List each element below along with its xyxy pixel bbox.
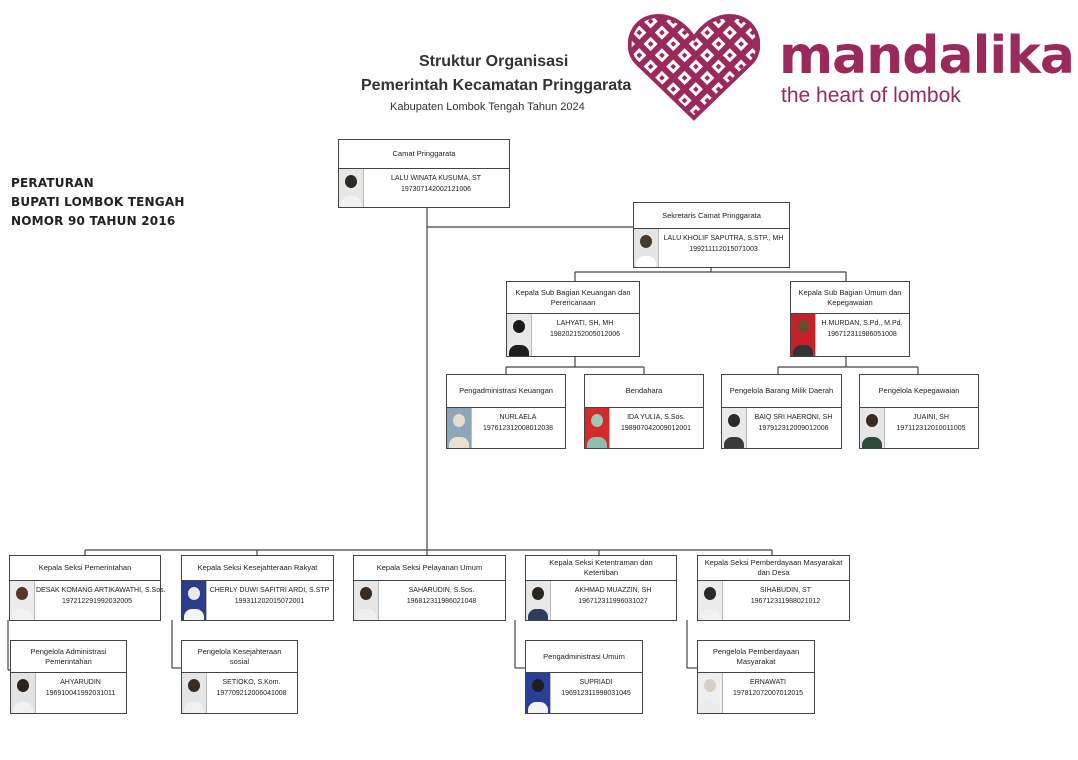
person-nip: 197709212006041008 (216, 690, 287, 697)
node-title: Kepala Seksi Kesejahteraan Rakyat (182, 556, 333, 581)
node-kasi-pemerintahan: Kepala Seksi Pemerintahan DESAK KOMANG A… (9, 555, 166, 621)
node-camat: Camat Pringgarata LALU WINATA KUSUMA, ST… (338, 139, 510, 208)
person-name: BAIQ SRI HAERONI, SH (754, 414, 833, 421)
person-name: LAHYATI, SH, MH (556, 320, 614, 327)
person-nip: 196812311986021048 (406, 598, 477, 605)
person-nip: 196912311998031045 (561, 690, 631, 697)
person-name: NURLAELA (499, 414, 537, 421)
person-photo (507, 314, 532, 356)
person-nip: 197812072007012015 (732, 690, 804, 697)
mandalika-heart-logo (627, 10, 761, 122)
node-title: Pengelola Barang Milik Daerah (722, 375, 841, 408)
node-pengadministrasi-keuangan: Pengadministrasi Keuangan NURLAELA 19761… (446, 374, 566, 449)
person-nip: 196712311988021012 (750, 598, 821, 605)
node-title: Pengadministrasi Umum (526, 641, 642, 673)
person-nip: 197612312008012038 (482, 425, 554, 432)
person-photo (585, 408, 610, 448)
person-name: LALU KHOLIF SAPUTRA, S.STP., MH (663, 235, 784, 242)
regulation-line-1: PERATURAN (11, 176, 94, 190)
node-title: Kepala Sub Bagian Keuangan dan Perencana… (507, 282, 639, 314)
node-pengelola-pemberdayaan: Pengelola Pemberdayaan Masyarakat ERNAWA… (697, 640, 815, 714)
person-photo (791, 314, 816, 356)
person-photo (526, 673, 551, 713)
person-nip: 196712311996031027 (578, 598, 648, 605)
node-bendahara: Bendahara IDA YULIA, S.Sos. 198907042009… (584, 374, 704, 449)
person-name: SUPRIADI (579, 679, 613, 686)
person-nip: 198202152005012006 (549, 331, 621, 338)
person-photo (354, 581, 379, 620)
person-photo (860, 408, 885, 448)
person-nip: 198907042009012001 (620, 425, 692, 432)
node-title: Kepala Seksi Pemberdayaan Masyarakat dan… (698, 556, 849, 581)
node-title: Kepala Sub Bagian Umum dan Kepegawaian (791, 282, 909, 314)
node-title: Sekretaris Camat Pringgarata (634, 203, 789, 229)
person-name: H.MURDAN, S.Pd., M.Pd. (821, 320, 903, 327)
person-name: LALU WINATA KUSUMA, ST (391, 175, 481, 182)
person-name: ERNAWATI (750, 679, 786, 686)
regulation-text: PERATURAN BUPATI LOMBOK TENGAH NOMOR 90 … (11, 174, 185, 231)
person-photo (447, 408, 472, 448)
chart-title: Struktur Organisasi (419, 53, 569, 70)
node-title: Bendahara (585, 375, 703, 408)
node-kasubag-keuangan: Kepala Sub Bagian Keuangan dan Perencana… (506, 281, 640, 357)
person-nip: 197307142002121006 (400, 186, 472, 193)
node-title: Pengelola Kepegawaian (860, 375, 978, 408)
person-name: SAHARUDIN, S.Sos. (408, 587, 475, 594)
node-title: Camat Pringgarata (339, 140, 509, 169)
person-photo (10, 581, 35, 620)
node-pengelola-kepegawaian: Pengelola Kepegawaian JUAINI, SH 1971123… (859, 374, 979, 449)
node-title: Pengelola Administrasi Pemerintahan (11, 641, 126, 673)
person-name: AKHMAD MUAZZIN, SH (574, 587, 652, 594)
person-photo (182, 581, 207, 620)
person-nip: 196712311986051008 (827, 331, 897, 338)
person-name: SIHABUDIN, ST (760, 587, 811, 594)
node-title: Pengelola Pemberdayaan Masyarakat (698, 641, 814, 673)
node-kasi-trantib: Kepala Seksi Ketentraman dan Ketertiban … (525, 555, 677, 621)
node-kasubag-umum: Kepala Sub Bagian Umum dan Kepegawaian H… (790, 281, 910, 357)
person-photo (11, 673, 36, 713)
node-kasi-pelayanan-umum: Kepala Seksi Pelayanan Umum SAHARUDIN, S… (353, 555, 506, 621)
person-photo (339, 169, 364, 207)
node-pengelola-administrasi-pemerintahan: Pengelola Administrasi Pemerintahan AHYA… (10, 640, 127, 714)
person-name: DESAK KOMANG ARTIKAWATHI, S.Sos. (36, 587, 166, 594)
brand-name: mandalika (779, 26, 1075, 86)
chart-subtitle: Pemerintah Kecamatan Pringgarata (361, 77, 632, 94)
person-nip: 197112312010011005 (896, 425, 966, 432)
regulation-line-3: NOMOR 90 TAHUN 2016 (11, 214, 176, 228)
person-nip: 199311202015072001 (234, 598, 305, 605)
person-name: JUAINI, SH (913, 414, 949, 421)
node-title: Pengadministrasi Keuangan (447, 375, 565, 408)
person-photo (722, 408, 747, 448)
person-nip: 196910041992031011 (45, 690, 116, 697)
person-nip: 199211112015071003 (689, 246, 758, 253)
regulation-line-2: BUPATI LOMBOK TENGAH (11, 195, 185, 209)
node-title: Kepala Seksi Ketentraman dan Ketertiban (526, 556, 676, 581)
person-photo (698, 581, 723, 620)
node-title: Kepala Seksi Pelayanan Umum (354, 556, 505, 581)
person-photo (634, 229, 659, 267)
person-nip: 197912312009012006 (758, 425, 829, 432)
brand-tagline: the heart of lombok (781, 84, 961, 107)
person-name: IDA YULIA, S.Sos. (627, 414, 685, 421)
person-name: CHERLY DUWI SAFITRI ARDI, S.STP (209, 587, 330, 594)
node-pengelola-kesejahteraan-sosial: Pengelola Kesejahteraan sosial SETIOKO, … (181, 640, 298, 714)
node-kasi-pmd: Kepala Seksi Pemberdayaan Masyarakat dan… (697, 555, 850, 621)
node-title: Kepala Seksi Pemerintahan (10, 556, 160, 581)
person-nip: 197212291992032005 (61, 598, 133, 605)
node-title: Pengelola Kesejahteraan sosial (182, 641, 297, 673)
chart-year: Kabupaten Lombok Tengah Tahun 2024 (390, 101, 585, 113)
node-pengadministrasi-umum: Pengadministrasi Umum SUPRIADI 196912311… (525, 640, 643, 714)
person-name: SETIOKO, S.Kom. (222, 679, 281, 686)
person-photo (698, 673, 723, 713)
node-kasi-kesra: Kepala Seksi Kesejahteraan Rakyat CHERLY… (181, 555, 334, 621)
person-name: AHYARUDIN (60, 679, 101, 686)
node-sekretaris-camat: Sekretaris Camat Pringgarata LALU KHOLIF… (633, 202, 790, 268)
person-photo (182, 673, 207, 713)
person-photo (526, 581, 551, 620)
node-pengelola-barang: Pengelola Barang Milik Daerah BAIQ SRI H… (721, 374, 842, 449)
